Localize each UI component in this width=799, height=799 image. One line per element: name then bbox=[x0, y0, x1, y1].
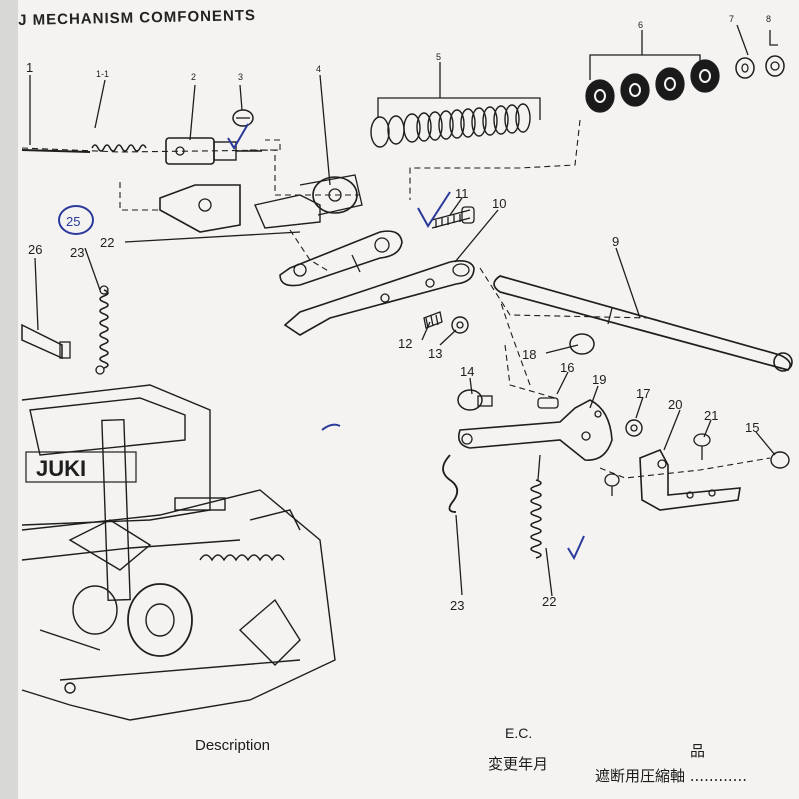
leader-10 bbox=[454, 209, 499, 263]
callout-23-bottom: 23 bbox=[450, 598, 464, 613]
callout-6: 6 bbox=[638, 20, 643, 30]
callout-5: 5 bbox=[436, 52, 441, 62]
callout-3: 3 bbox=[238, 72, 243, 82]
leader-19 bbox=[589, 385, 599, 409]
leader-9 bbox=[615, 247, 641, 319]
circle-25 bbox=[58, 205, 94, 235]
callout-19: 19 bbox=[592, 372, 606, 387]
callout-4: 4 bbox=[316, 64, 321, 74]
footer-description: Description bbox=[195, 737, 271, 754]
check-mark-2 bbox=[227, 123, 249, 150]
pen-stroke bbox=[321, 423, 341, 431]
callout-15: 15 bbox=[745, 420, 759, 435]
callout-23-top: 23 bbox=[70, 245, 84, 260]
leader-8 bbox=[769, 30, 778, 46]
parts-sheet bbox=[18, 0, 799, 799]
leader-17 bbox=[635, 396, 644, 419]
leader-15 bbox=[755, 431, 776, 456]
leader-3 bbox=[239, 84, 243, 111]
leader-1-1 bbox=[94, 79, 106, 129]
leader-23b bbox=[455, 514, 463, 596]
leader-7 bbox=[736, 24, 749, 56]
leader-4 bbox=[319, 74, 331, 186]
footer-item: 品 bbox=[690, 742, 706, 760]
callout-7: 7 bbox=[729, 14, 734, 24]
footer-change-date: 変更年月 bbox=[488, 755, 549, 773]
callout-14: 14 bbox=[460, 364, 474, 379]
leader-20 bbox=[663, 409, 681, 451]
leader-13 bbox=[439, 329, 457, 346]
leader-5 bbox=[377, 97, 541, 120]
leader-12 bbox=[421, 321, 431, 341]
callout-9: 9 bbox=[612, 234, 619, 249]
callout-22-bottom: 22 bbox=[542, 594, 556, 609]
footer-part-name: 遮断用圧縮軸 ............ bbox=[595, 767, 747, 785]
callout-1-1: 1-1 bbox=[96, 69, 109, 79]
callout-10: 10 bbox=[492, 196, 506, 211]
callout-17: 17 bbox=[636, 386, 650, 401]
callout-21: 21 bbox=[704, 408, 718, 423]
callout-1: 1 bbox=[26, 60, 33, 75]
callout-13: 13 bbox=[428, 346, 442, 361]
callout-20: 20 bbox=[668, 397, 682, 412]
footer-ec: E.C. bbox=[505, 725, 533, 741]
svg-text:JUKI: JUKI bbox=[36, 456, 86, 481]
callout-16: 16 bbox=[560, 360, 574, 375]
leader-23a bbox=[84, 247, 101, 291]
callout-26: 26 bbox=[28, 242, 42, 257]
leader-11 bbox=[449, 197, 463, 216]
check-mark-22 bbox=[567, 535, 585, 561]
callout-12: 12 bbox=[398, 336, 412, 351]
callout-11: 11 bbox=[455, 186, 469, 201]
callout-2: 2 bbox=[191, 72, 196, 82]
leader-16 bbox=[556, 371, 569, 395]
callout-8: 8 bbox=[766, 14, 771, 24]
check-mark-11 bbox=[417, 191, 451, 228]
leader-26 bbox=[34, 257, 39, 331]
callout-25-handwritten: 25 bbox=[66, 214, 80, 229]
leader-22b bbox=[545, 547, 553, 597]
leader-18 bbox=[545, 344, 579, 354]
callout-22-top: 22 bbox=[100, 235, 114, 250]
callout-18: 18 bbox=[522, 347, 536, 362]
leader-2 bbox=[189, 84, 196, 141]
leader-6 bbox=[589, 54, 701, 80]
leader-22a bbox=[124, 231, 301, 243]
juki-logo: JUKI bbox=[25, 451, 137, 483]
leader-14 bbox=[469, 377, 473, 395]
